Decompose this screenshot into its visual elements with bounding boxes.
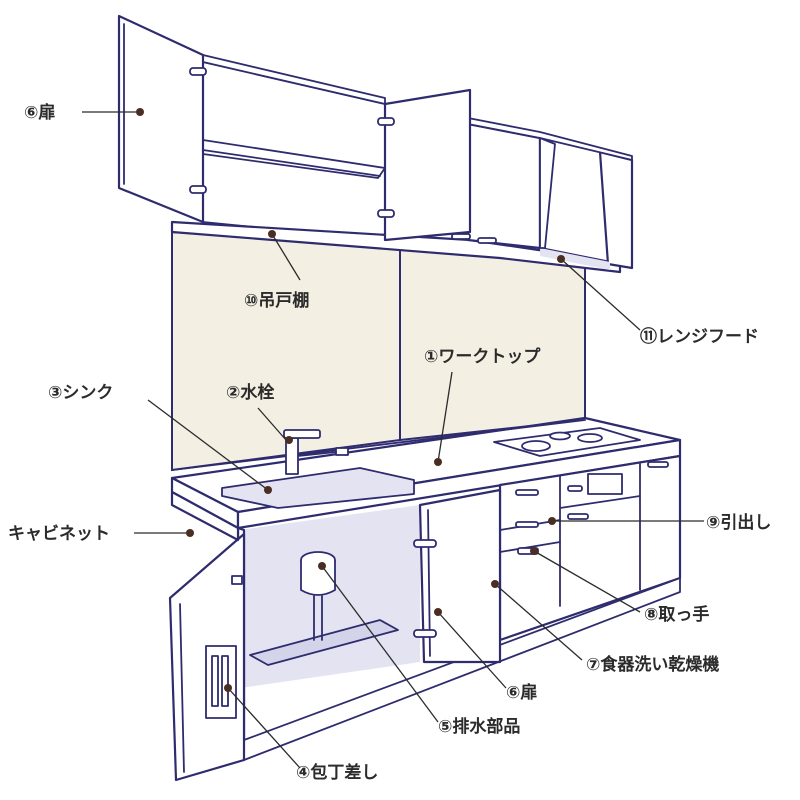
label-range-hood: ⑪レンジフード <box>640 326 759 347</box>
back-wall <box>171 230 586 472</box>
label-drawer: ⑨引出し <box>706 512 771 533</box>
label-drain-parts: ⑤排水部品 <box>438 716 520 737</box>
faucet-shape <box>283 429 349 475</box>
labels: ⑥扉 ⑩吊戸棚 ⑪レンジフード ①ワークトップ ②水栓 ③シンク キャビネット … <box>8 102 771 783</box>
label-knife-rack: ④包丁差し <box>296 762 378 783</box>
label-dishwasher: ⑦食器洗い乾燥機 <box>586 654 719 675</box>
label-sink: ③シンク <box>48 383 113 403</box>
label-wall-cabinet: ⑩吊戸棚 <box>244 290 309 311</box>
label-worktop: ①ワークトップ <box>424 346 541 367</box>
label-door-bottom: ⑥扉 <box>506 682 537 703</box>
worktop-shape <box>170 416 682 530</box>
label-faucet: ②水栓 <box>226 382 274 403</box>
hinge-icon <box>189 67 395 218</box>
label-cabinet: キャビネット <box>8 524 110 544</box>
leader-lines <box>82 108 704 769</box>
base-cabinet <box>168 454 682 782</box>
upper-cabinet <box>117 14 634 274</box>
label-handle: ⑧取っ手 <box>644 604 709 625</box>
label-door-top: ⑥扉 <box>24 102 55 123</box>
